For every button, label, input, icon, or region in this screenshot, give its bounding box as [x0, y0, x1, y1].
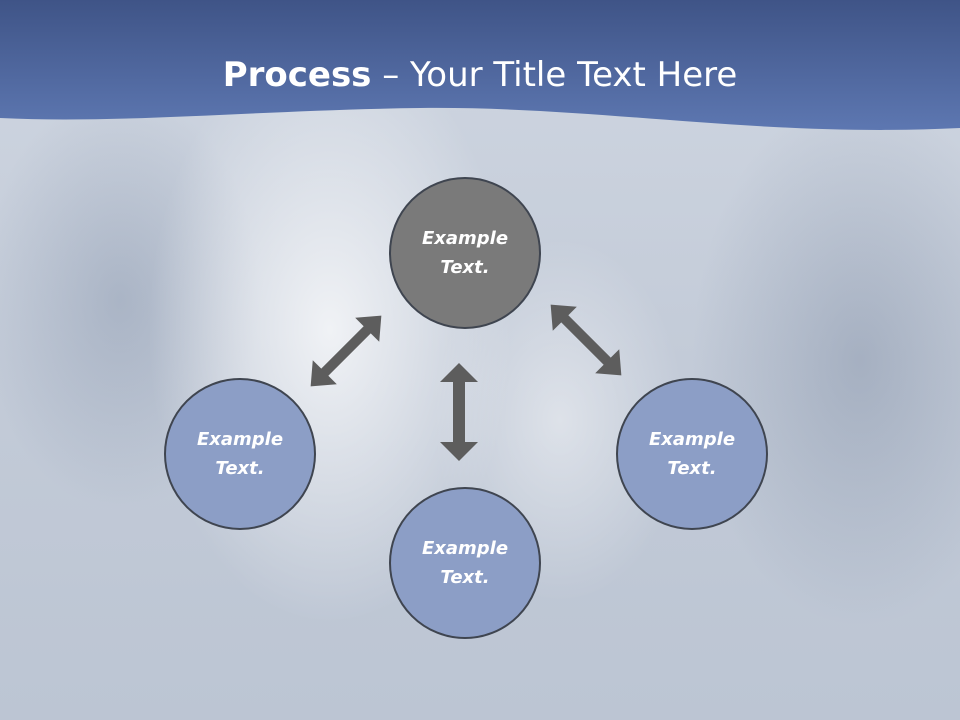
title-rest: – Your Title Text Here: [371, 55, 738, 95]
double-arrow-left-icon: [310, 315, 382, 387]
right-node-label: Example Text.: [648, 429, 736, 479]
right-node: Example Text.: [616, 378, 768, 530]
page-title: Process – Your Title Text Here: [0, 52, 960, 98]
center-node: Example Text.: [389, 177, 541, 329]
bottom-node-label: Example Text.: [421, 538, 509, 588]
bottom-node: Example Text.: [389, 487, 541, 639]
double-arrow-down-icon: [440, 363, 478, 461]
double-arrow-right-icon: [550, 304, 622, 376]
title-banner: [0, 0, 960, 130]
center-node-label: Example Text.: [421, 228, 509, 278]
left-node-label: Example Text.: [196, 429, 284, 479]
left-node: Example Text.: [164, 378, 316, 530]
title-bold: Process: [222, 55, 372, 95]
